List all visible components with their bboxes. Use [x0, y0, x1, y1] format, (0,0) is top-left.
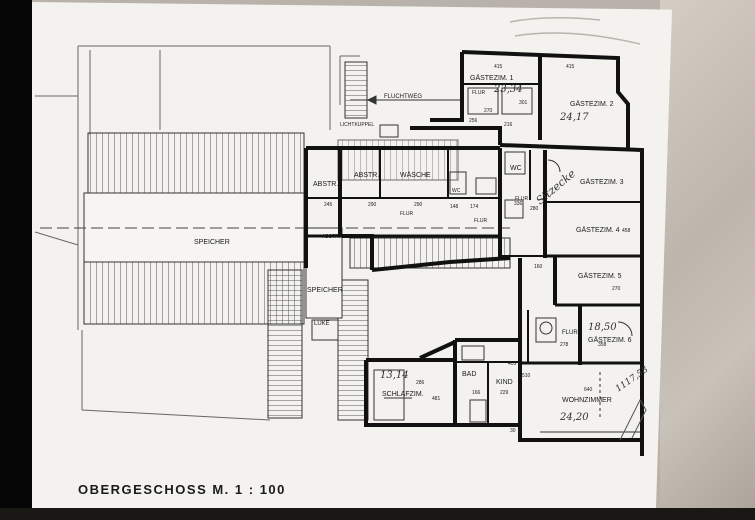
dim-label: 286	[416, 380, 425, 386]
attic-band	[40, 192, 510, 341]
dim-label: 510	[522, 373, 531, 379]
dim-label: 270	[612, 286, 621, 292]
dim-label: 216	[504, 122, 513, 128]
dim-label: 405	[508, 361, 517, 367]
room-kind: KIND	[496, 379, 513, 386]
room-schlafzim: SCHLAFZIM.	[382, 391, 424, 398]
faint-stamp	[509, 17, 641, 45]
plan-title: OBERGESCHOSS M. 1 : 100	[78, 482, 286, 497]
room-labels: GÄSTEZIM. 1 GÄSTEZIM. 2 GÄSTEZIM. 3 GÄST…	[194, 74, 632, 404]
room-abstr-3: ABSTR.	[322, 234, 340, 240]
room-waesche: WÄSCHE	[400, 171, 431, 179]
roof-hatching	[83, 61, 511, 421]
handwriting-note: 18,50	[588, 322, 617, 333]
dim-label: 160	[534, 264, 543, 270]
dim-label: 174	[470, 204, 479, 210]
dim-label: 270	[484, 108, 493, 114]
room-flur-5: FLUR	[562, 330, 578, 336]
room-bad: BAD	[462, 371, 476, 378]
room-gaestezim-1: GÄSTEZIM. 1	[470, 74, 514, 82]
room-flur-4: FLUR	[472, 90, 485, 96]
dim-label: 245	[324, 202, 333, 208]
room-gaestezim-2: GÄSTEZIM. 2	[570, 100, 614, 108]
room-wc-2: WC	[510, 165, 522, 172]
handwriting-note: 24,20	[559, 412, 589, 423]
handwriting-note: 1117,58	[614, 365, 650, 395]
dark-frame-left	[0, 0, 32, 520]
room-wc-1: WC	[452, 188, 461, 194]
room-abstr-1: ABSTR.	[313, 181, 338, 188]
dim-label: 278	[560, 342, 569, 348]
dim-label: 280	[530, 206, 539, 212]
room-speicher-1: SPEICHER	[194, 239, 230, 246]
walls	[304, 50, 644, 456]
dim-label: 256	[469, 118, 478, 124]
label-lichtkuppel: LICHTKUPPEL	[340, 122, 374, 128]
floor-background	[660, 0, 755, 520]
room-flur-3: FLUR	[515, 196, 528, 202]
room-gaestezim-5: GÄSTEZIM. 5	[578, 272, 622, 280]
dim-label: 290	[368, 202, 377, 208]
dark-frame-bottom	[0, 508, 755, 520]
site-outline	[34, 45, 360, 421]
dim-label: 336	[514, 201, 523, 207]
room-gaestezim-3: GÄSTEZIM. 3	[580, 178, 624, 186]
label-fluchtweg: FLUCHTWEG	[384, 94, 422, 100]
room-wohnzimmer: WOHNZIMMER	[562, 397, 612, 404]
dim-label: 30	[510, 428, 516, 434]
dim-label: 358	[598, 342, 607, 348]
dim-label: 415	[566, 64, 575, 70]
room-abstr-2: ABSTR.	[354, 172, 379, 179]
dimension-labels: 415 415 256 301 216 270 290 290 148 174 …	[324, 64, 631, 434]
room-speicher-2: SPEICHER	[307, 287, 343, 294]
room-gaestezim-6: GÄSTEZIM. 6	[588, 336, 632, 344]
room-luke: LUKE	[314, 321, 330, 327]
dim-label: 640	[584, 387, 593, 393]
dim-label: 290	[414, 202, 423, 208]
dim-label: 301	[519, 100, 528, 106]
dim-label: 481	[432, 396, 441, 402]
handwriting-note: 13,14	[380, 370, 409, 381]
handwriting-note: 24,17	[559, 112, 589, 123]
dim-label: 148	[450, 204, 459, 210]
dim-label: 229	[500, 390, 509, 396]
room-flur-2: FLUR	[474, 218, 487, 224]
handwriting-note: 23,34	[493, 84, 523, 95]
room-gaestezim-4: GÄSTEZIM. 4	[576, 226, 620, 234]
dim-label: 166	[472, 390, 481, 396]
dim-label: 415	[494, 64, 503, 70]
dim-label: 458	[622, 228, 631, 234]
interior-details	[350, 87, 640, 433]
room-flur-1: FLUR	[400, 211, 413, 217]
